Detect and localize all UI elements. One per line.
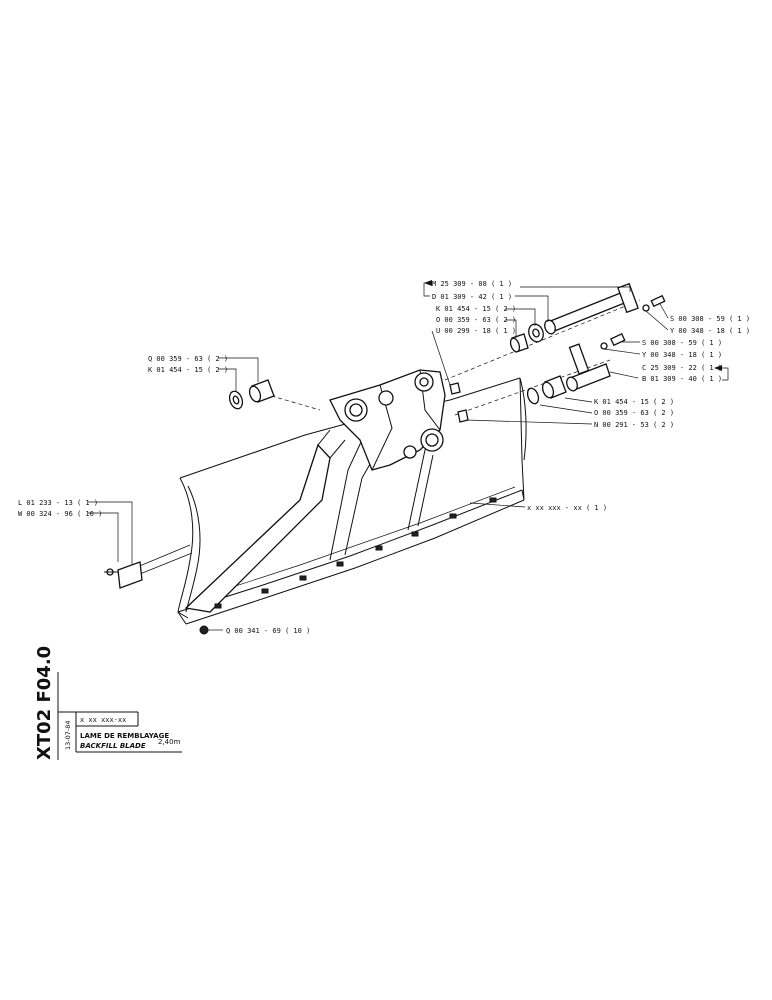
label-k01-top: K 01 454 - 15 ( 2 )	[436, 305, 516, 313]
label-k01-right: K 01 454 - 15 ( 2 )	[594, 398, 674, 406]
title-block: XT02 F04.0 13-07-84 x xx xxx-xx LAME DE …	[34, 646, 182, 760]
drawing-code: XT02 F04.0	[34, 646, 55, 760]
bottom-nut	[199, 625, 209, 635]
label-b01: B 01 309 - 40 ( 1 )	[642, 375, 722, 383]
top-pin-assembly	[444, 282, 666, 395]
label-w00: W 00 324 - 96 ( 10 )	[18, 510, 102, 518]
label-m25: M 25 309 - 08 ( 1 )	[432, 280, 512, 288]
drawing-date: 13-07-84	[64, 720, 72, 750]
label-d01: D 01 309 - 42 ( 1 )	[432, 293, 512, 301]
mounting-bracket	[329, 369, 446, 471]
label-s00-a: S 00 308 - 59 ( 1 )	[670, 315, 750, 323]
label-o00-right: O 00 359 - 63 ( 2 )	[594, 409, 674, 417]
lower-pin-assembly	[454, 332, 626, 423]
label-o00-top: O 00 359 - 63 ( 2 )	[436, 316, 516, 324]
left-bushing-assembly	[228, 379, 321, 411]
label-c25: C 25 309 - 22 ( 1 )	[642, 364, 722, 372]
label-y00-a: Y 00 348 - 18 ( 1 )	[670, 327, 750, 335]
label-u00: U 00 299 - 18 ( 1 )	[436, 327, 516, 335]
title-fr: LAME DE REMBLAYAGE	[80, 732, 169, 740]
label-y00-b: Y 00 348 - 18 ( 1 )	[642, 351, 722, 359]
label-n00: N 00 291 - 53 ( 2 )	[594, 421, 674, 429]
blade-size: 2,40m	[158, 738, 181, 746]
label-s00-b: S 00 308 - 59 ( 1 )	[642, 339, 722, 347]
label-q00-left: Q 00 359 - 63 ( 2 )	[148, 355, 228, 363]
label-q00-bottom: Q 00 341 - 69 ( 10 )	[226, 627, 310, 635]
label-k01-left: K 01 454 - 15 ( 2 )	[148, 366, 228, 374]
drawing-ref: x xx xxx-xx	[80, 716, 126, 724]
backfill-blade	[177, 377, 527, 625]
leader-lines	[88, 282, 729, 631]
label-l01: L 01 233 - 13 ( 1 )	[18, 499, 98, 507]
label-x-ref: x xx xxx - xx ( 1 )	[527, 504, 607, 512]
part-labels: M 25 309 - 08 ( 1 ) D 01 309 - 42 ( 1 ) …	[18, 280, 750, 635]
title-en: BACKFILL BLADE	[80, 742, 146, 750]
end-plate-assembly	[104, 544, 193, 589]
